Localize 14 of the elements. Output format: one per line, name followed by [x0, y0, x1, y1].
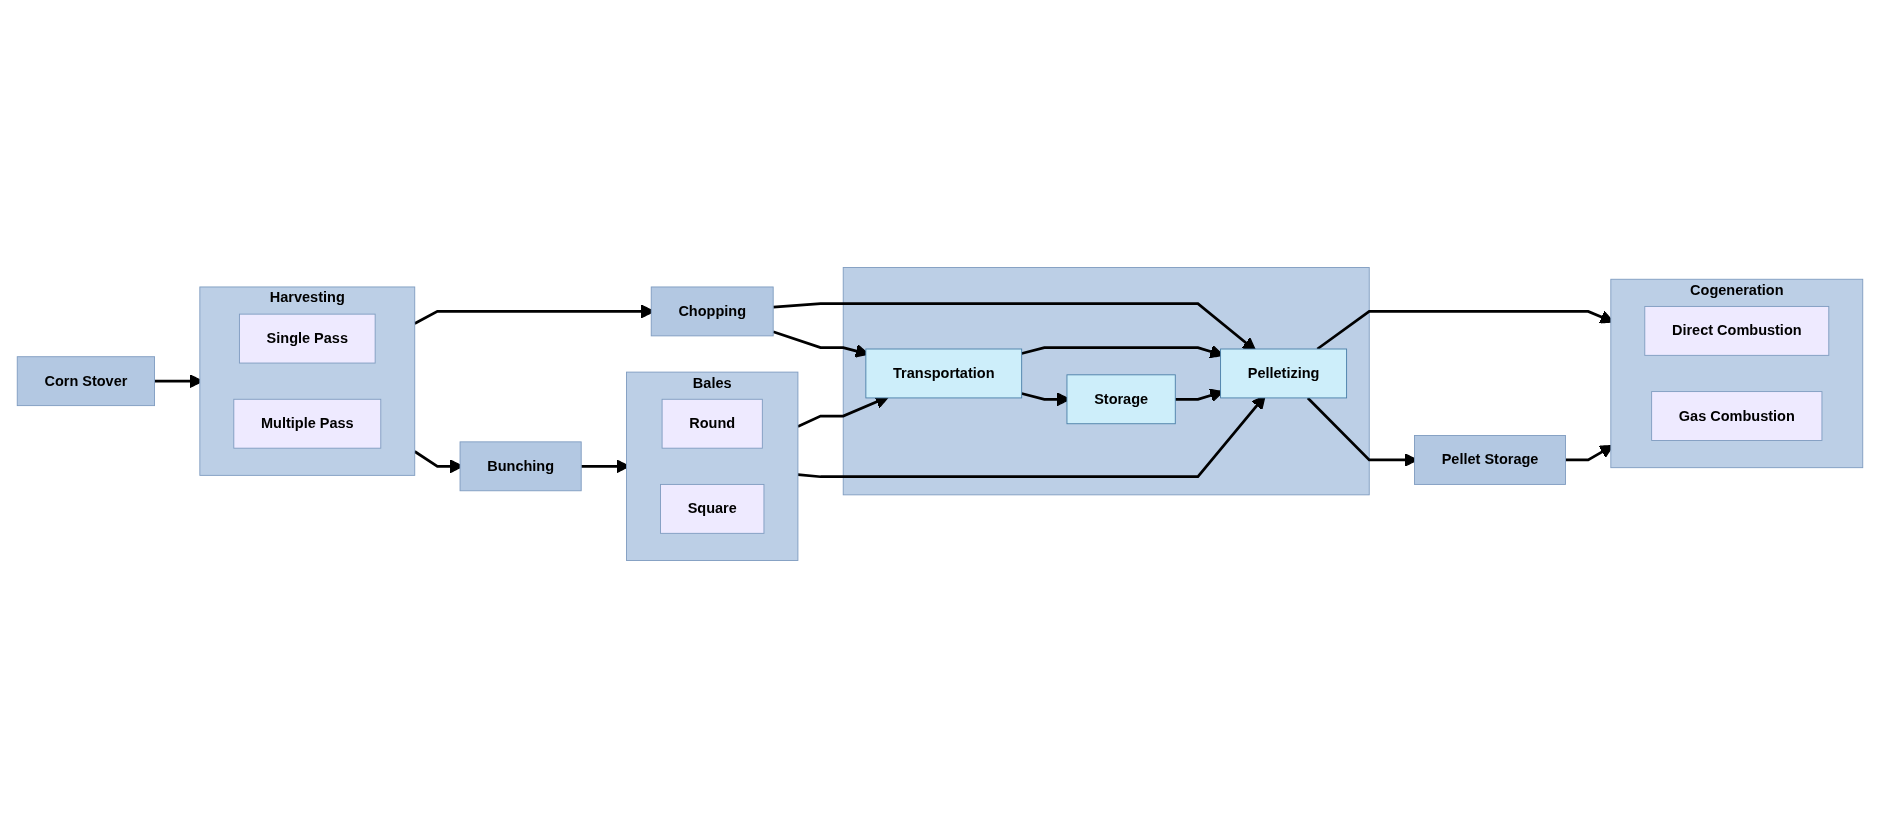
node-box: Chopping [650, 286, 774, 336]
node-box: Square [660, 483, 765, 534]
cluster [842, 266, 1370, 495]
node-box: Multiple Pass [233, 398, 382, 449]
node-box: Gas Combustion [1651, 390, 1823, 441]
node-box: Bunching [459, 440, 582, 491]
node-box: Single Pass [238, 313, 376, 363]
node-box: Pelletizing [1220, 348, 1348, 398]
node-box: Storage [1066, 373, 1176, 424]
node-box: Round [661, 398, 763, 449]
node-box: Corn Stover [16, 355, 155, 406]
node-box: Direct Combustion [1644, 305, 1830, 356]
node-box: Pellet Storage [1414, 434, 1566, 485]
node-box: Transportation [865, 348, 1023, 398]
